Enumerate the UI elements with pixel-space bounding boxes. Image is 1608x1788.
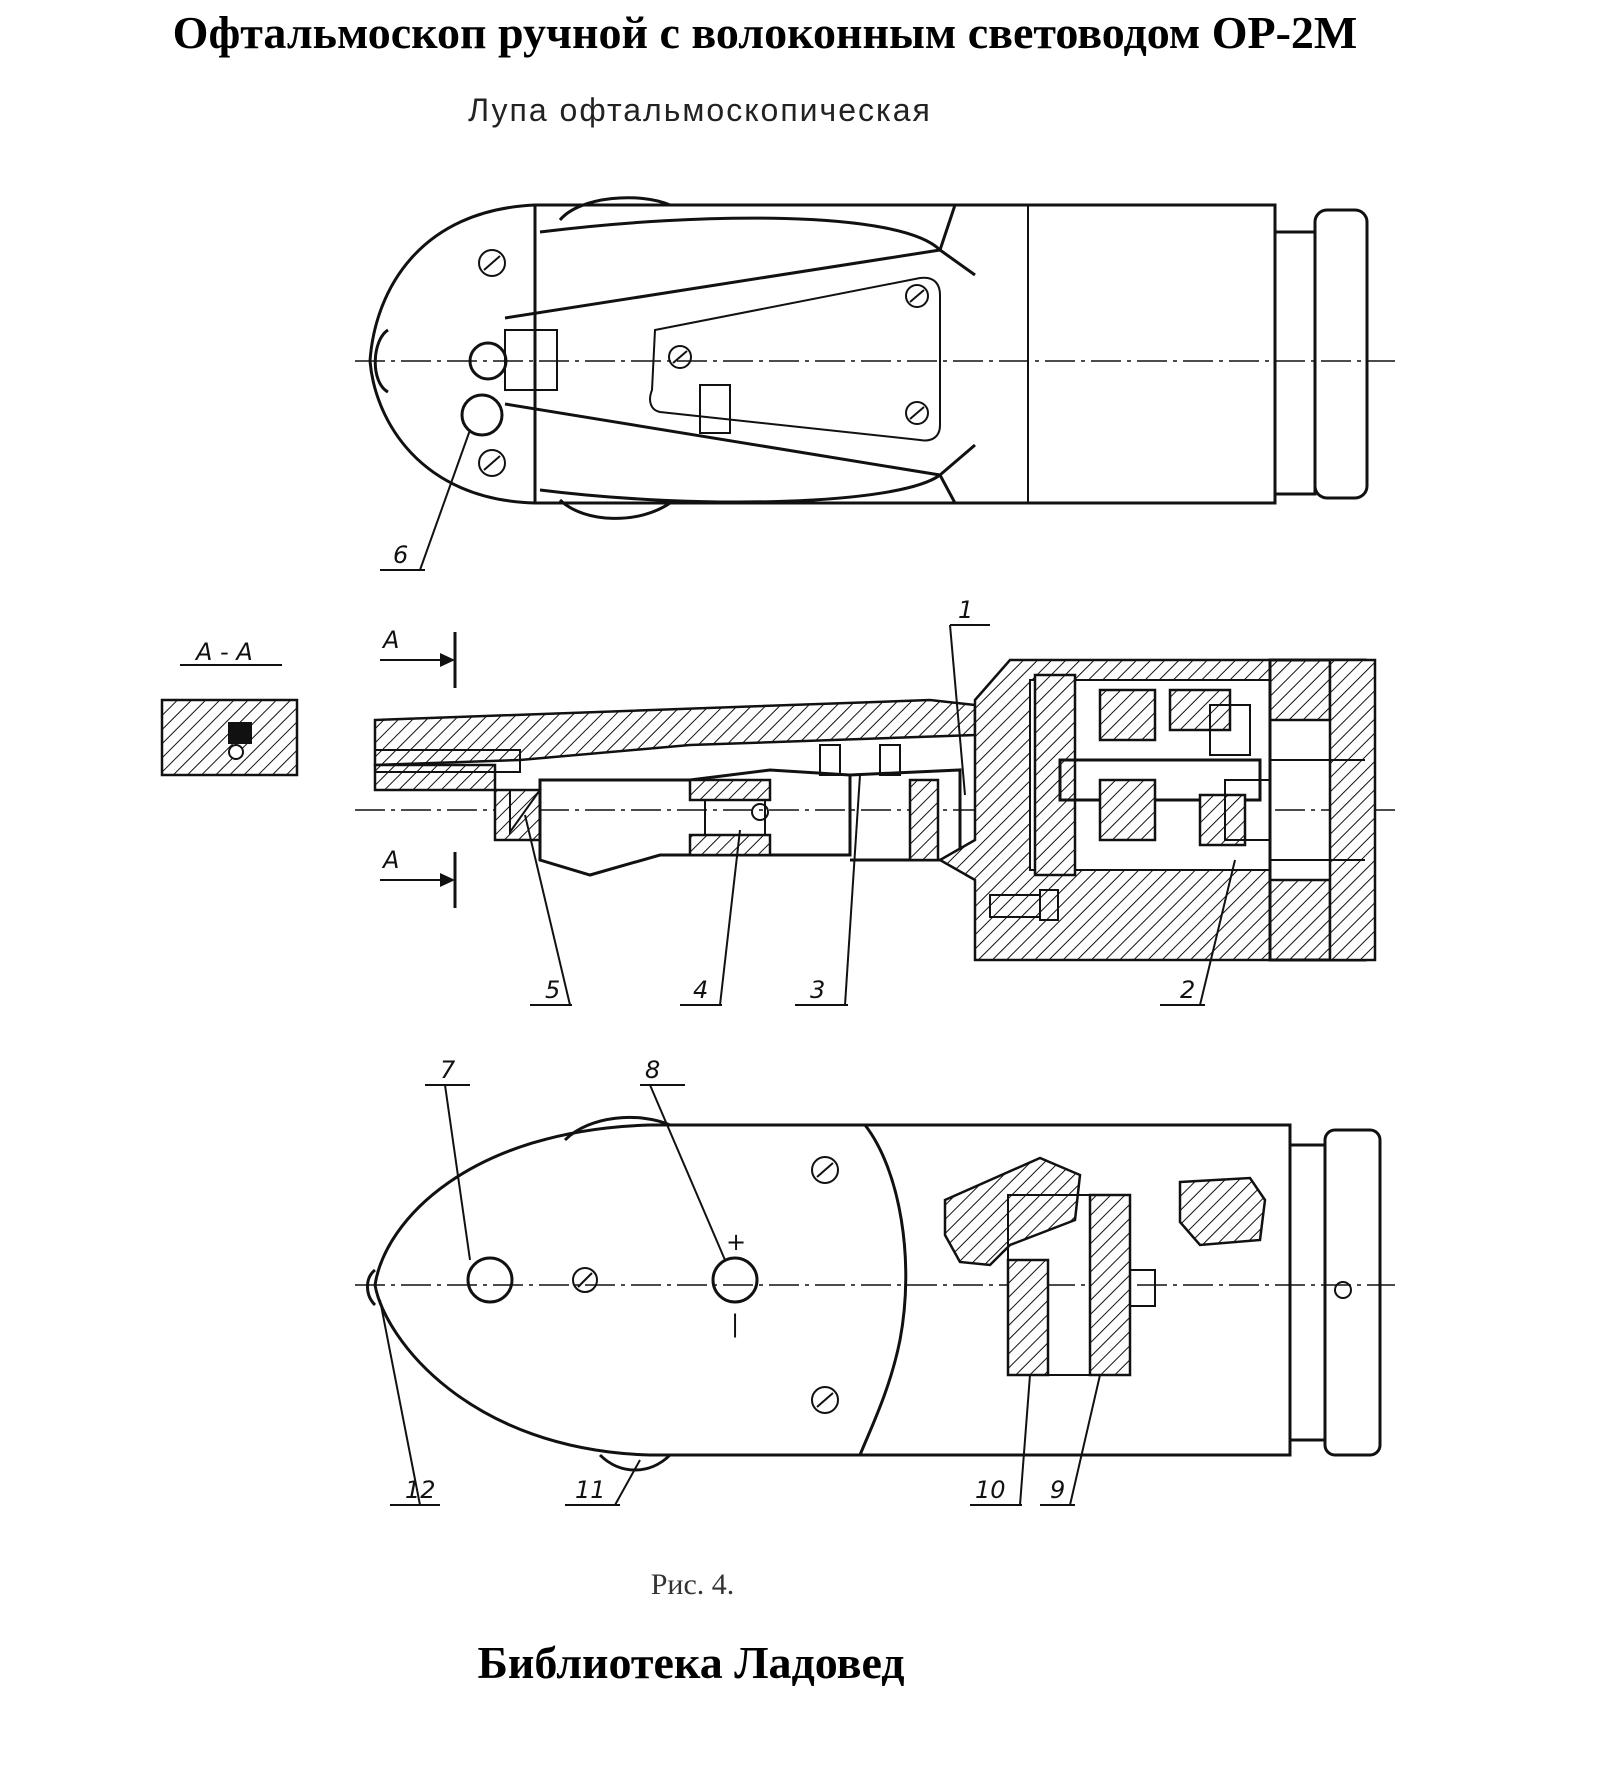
callout-3: 3 — [810, 976, 825, 1004]
callout-6: 6 — [393, 541, 408, 569]
callout-2: 2 — [1180, 976, 1195, 1004]
footer-library-name: Библиотека Ладовед — [477, 1637, 905, 1688]
section-label: А - А — [194, 638, 253, 666]
top-view — [355, 196, 1395, 571]
callout-12: 12 — [405, 1476, 436, 1504]
bottom-view — [355, 1084, 1395, 1506]
callout-11: 11 — [575, 1476, 606, 1504]
cut-arrow-label-top: А — [381, 626, 399, 654]
page-title: Офтальмоскоп ручной с волоконным светово… — [172, 7, 1358, 58]
page-subtitle: Лупа офтальмоскопическая — [468, 92, 932, 128]
cut-arrow-label-bottom: А — [381, 846, 399, 874]
minus-mark: | — [731, 1310, 739, 1338]
figure-caption: Рис. 4. — [650, 1568, 735, 1601]
section-a-a — [160, 664, 299, 777]
callout-10: 10 — [975, 1476, 1006, 1504]
plus-mark: + — [726, 1228, 746, 1256]
section-view — [355, 624, 1395, 1006]
callout-8: 8 — [645, 1056, 660, 1084]
callout-5: 5 — [545, 976, 560, 1004]
callout-9: 9 — [1050, 1476, 1065, 1504]
callout-7: 7 — [440, 1056, 456, 1084]
callout-4: 4 — [693, 976, 708, 1004]
callout-1: 1 — [958, 596, 973, 624]
